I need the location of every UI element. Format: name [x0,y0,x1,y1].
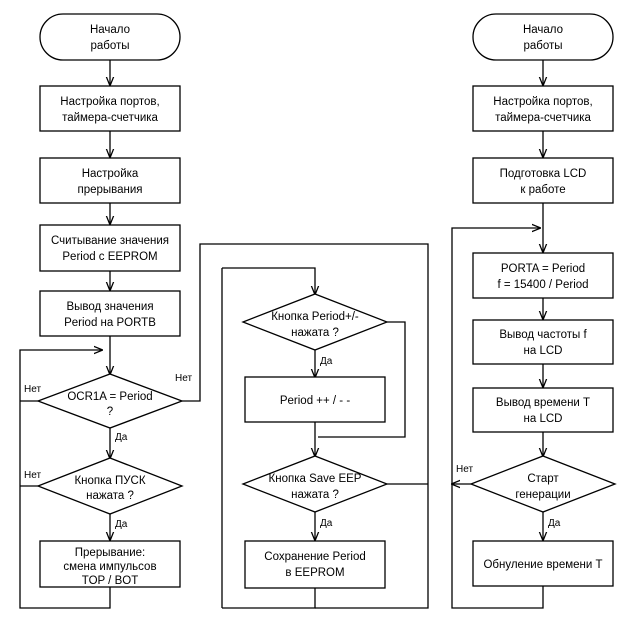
right-setup-ports-line1: Настройка портов, [493,96,592,108]
period-button-line1: Кнопка Period+/- [271,311,359,323]
loop-connector [451,228,544,609]
save-button-decision [241,455,389,513]
lcd-prep-line1: Подготовка LCD [500,168,587,180]
pusk-decision-line2: нажата ? [86,490,134,502]
output-period-line2: Period на PORTB [64,317,156,329]
start-terminator [39,13,181,61]
connector [222,267,315,294]
setup-interrupt-line2: прерывания [77,184,142,196]
output-time-line2: на LCD [524,413,563,425]
save-button-line2: нажата ? [291,489,339,501]
lcd-prep-line2: к работе [520,184,565,196]
output-period-line1: Вывод значения [66,301,153,313]
right-start-line2: работы [523,40,562,52]
ocr1a-no-label: Нет [24,384,41,395]
connector [222,588,316,609]
start-generation-no-label: Нет [456,464,473,475]
interrupt-block [39,540,181,588]
pusk-decision-line1: Кнопка ПУСК [74,475,145,487]
output-time-line1: Вывод времени T [496,397,590,409]
setup-interrupt-block [39,157,181,204]
output-period-block [39,290,181,337]
start-label-line2: работы [90,40,129,52]
period-change-block [244,376,386,423]
porta-line2: f = 15400 / Period [497,279,588,291]
pusk-no-label: Нет [24,470,41,481]
pusk-decision [36,457,184,515]
porta-line1: PORTA = Period [501,263,585,275]
save-eeprom-line1: Сохранение Period [264,551,365,563]
save-button-yes-label: Да [320,518,333,529]
read-period-line1: Считывание значения [51,235,169,247]
right-setup-ports-block [472,85,614,132]
interrupt-line1: Прерывание: [75,547,145,559]
save-eeprom-line2: в EEPROM [285,567,344,579]
period-button-decision [241,293,389,351]
interrupt-line3: TOP / BOT [82,575,138,587]
ocr1a-yes-label: Да [115,432,128,443]
interrupt-line2: смена импульсов [63,561,156,573]
start-label-line1: Начало [90,24,130,36]
start-generation-yes-label: Да [548,518,561,529]
ocr1a-decision [36,373,184,429]
setup-interrupt-line1: Настройка [82,168,139,180]
reset-time-label: Обнуление времени T [483,559,602,571]
output-freq-line2: на LCD [524,345,563,357]
period-change-label: Period ++ / - - [280,395,350,407]
start-generation-line1: Старт [527,473,559,485]
period-button-line2: нажата ? [291,327,339,339]
read-period-line2: Period с EEPROM [62,251,157,263]
setup-ports-line2: таймера-счетчика [62,112,158,124]
setup-ports-line1: Настройка портов, [60,96,159,108]
right-start-line1: Начало [523,24,563,36]
save-eeprom-block [244,540,386,589]
output-freq-line1: Вывод частоты f [499,329,587,341]
ocr1a-decision-line2: ? [107,406,113,418]
ocr1a-decision-line1: OCR1A = Period [67,391,152,403]
right-setup-ports-line2: таймера-счетчика [495,112,591,124]
read-period-block [39,224,181,272]
connector [318,321,406,438]
start-generation-line2: генерации [515,489,570,501]
porta-block [472,252,614,299]
reset-time-block [472,540,614,587]
setup-ports-block [39,85,181,132]
save-button-line1: Кнопка Save EEP [269,473,362,485]
lcd-prep-block [472,157,614,204]
period-button-yes-label: Да [320,356,333,367]
start-generation-decision [469,455,617,513]
output-freq-block [472,319,614,365]
pusk-yes-label: Да [115,519,128,530]
right-start-terminator [472,13,614,61]
output-time-block [472,387,614,433]
loop-connector [182,243,429,609]
ocr1a-no-right-label: Нет [175,373,192,384]
loop-connector [19,350,111,609]
